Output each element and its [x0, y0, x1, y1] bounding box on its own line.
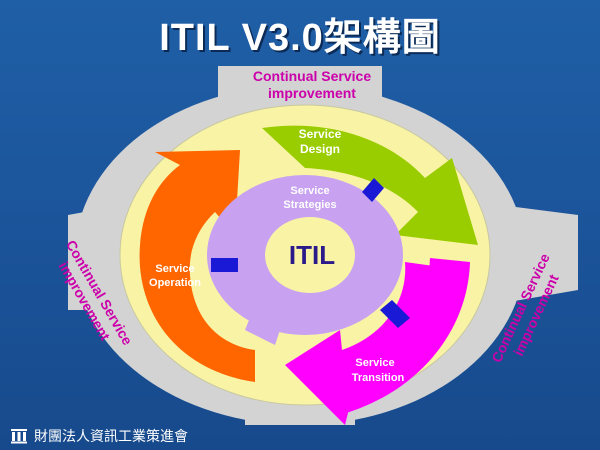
design-label-line1: Service	[299, 127, 342, 141]
itil-center-label: ITIL	[289, 240, 335, 270]
design-label-line2: Design	[300, 142, 340, 156]
transition-label-line2: Transition	[352, 372, 405, 384]
strategies-label-line2: Strategies	[283, 199, 336, 211]
service-transition-arrow	[285, 262, 449, 425]
service-design-arrow	[262, 125, 478, 245]
csi-top-label-line2: improvement	[268, 85, 356, 101]
csi-top-label-line1: Continual Service	[253, 68, 371, 84]
transition-label-line1: Service	[355, 357, 394, 369]
page-title: ITIL V3.0架構圖	[159, 17, 441, 59]
operation-label-line1: Service	[155, 263, 194, 275]
strategies-label-line1: Service	[290, 185, 329, 197]
footer: 財團法人資訊工業策進會	[10, 426, 188, 446]
service-transition-body	[332, 258, 470, 415]
itil-center	[265, 217, 355, 293]
organization-name: 財團法人資訊工業策進會	[34, 428, 188, 444]
connectors	[211, 178, 410, 328]
organization-logo-icon	[11, 429, 27, 444]
operation-label-line2: Operation	[149, 277, 201, 289]
